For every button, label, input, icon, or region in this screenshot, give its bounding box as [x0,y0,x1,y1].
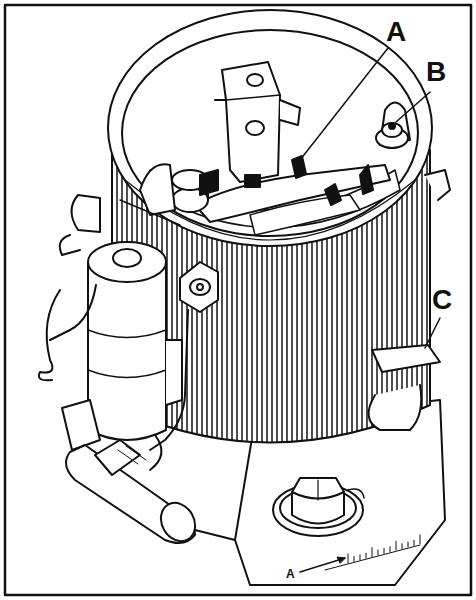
scale-tick [420,535,421,544]
scale-tick [414,540,415,545]
scale-tick [378,550,379,555]
scale-tick [366,553,367,558]
frame-border [5,5,471,595]
lower-housing [62,400,235,547]
scale-tick [348,554,349,563]
scale-tick [354,556,355,561]
leader-lines [300,48,440,348]
breaker-mechanism [120,62,410,235]
scale-tick [384,548,385,553]
scale-tick [360,555,361,560]
part-letter: B [426,58,446,86]
scale-mark: A [285,568,296,580]
clip-and-terminal [39,195,218,450]
scale-tick [390,547,391,552]
part-letter: C [432,286,452,314]
scale-tick [372,548,373,557]
scale-tick [396,541,397,550]
scale-tick [408,542,409,547]
scale-tick [402,544,403,549]
part-letter: A [386,18,406,46]
